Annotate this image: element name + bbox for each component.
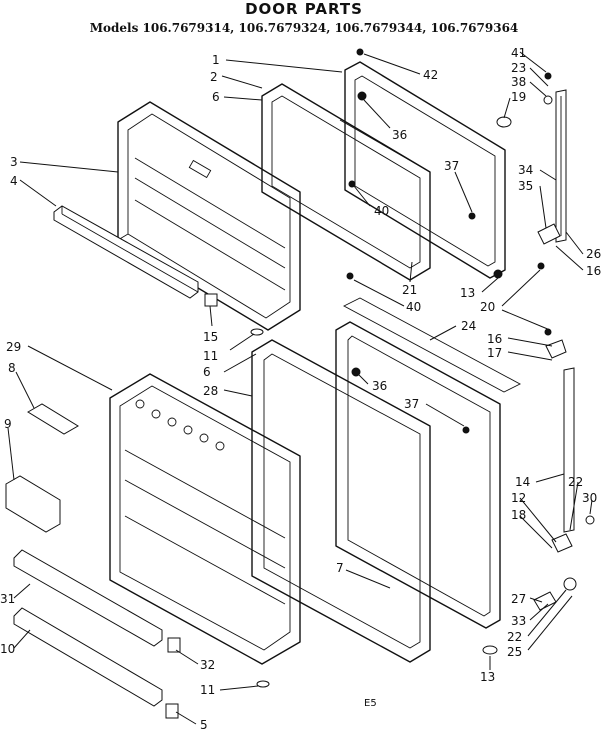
callout-23: 23 bbox=[511, 61, 526, 75]
end-cap-icon bbox=[167, 637, 181, 653]
handle-cap-icon bbox=[551, 533, 573, 553]
callout-20: 20 bbox=[480, 300, 495, 314]
screw-icon bbox=[357, 91, 367, 101]
callout-25: 25 bbox=[507, 645, 522, 659]
screw-icon bbox=[537, 262, 545, 270]
callout-16: 16 bbox=[586, 264, 601, 278]
callout-11: 11 bbox=[203, 349, 218, 363]
screw-icon bbox=[348, 180, 356, 188]
callout-10: 10 bbox=[0, 642, 15, 656]
callout-29: 29 bbox=[6, 340, 21, 354]
door-shelf-rail-upper bbox=[13, 549, 163, 647]
dairy-door bbox=[27, 403, 79, 435]
bushing-icon bbox=[563, 577, 577, 591]
washer-icon bbox=[543, 95, 553, 105]
plug-icon bbox=[256, 680, 270, 688]
callout-35: 35 bbox=[518, 179, 533, 193]
model-numbers: Models 106.7679314, 106.7679324, 106.767… bbox=[89, 21, 519, 35]
clip-icon bbox=[204, 293, 218, 307]
plug-icon bbox=[250, 328, 264, 336]
callout-7: 7 bbox=[336, 561, 344, 575]
plug-icon bbox=[482, 645, 498, 655]
callout-36: 36 bbox=[372, 379, 387, 393]
callout-19: 19 bbox=[511, 90, 526, 104]
leader-lines bbox=[7, 51, 593, 725]
callout-28: 28 bbox=[203, 384, 218, 398]
callout-40: 40 bbox=[374, 204, 389, 218]
screw-icon bbox=[346, 272, 354, 280]
callout-12: 12 bbox=[511, 491, 526, 505]
page-title: DOOR PARTS bbox=[245, 0, 363, 18]
door-shelf-rail-lower bbox=[13, 607, 163, 707]
fresh-food-outer-door bbox=[335, 297, 521, 629]
callout-40: 40 bbox=[406, 300, 421, 314]
fresh-food-door-liner bbox=[109, 373, 301, 665]
callout-15: 15 bbox=[203, 330, 218, 344]
freezer-shelf-rail bbox=[53, 205, 199, 299]
callout-27: 27 bbox=[511, 592, 526, 606]
callout-16: 16 bbox=[487, 332, 502, 346]
callout-21: 21 bbox=[402, 283, 417, 297]
callout-11: 11 bbox=[200, 683, 215, 697]
freezer-door-gasket bbox=[261, 83, 431, 281]
callout-32: 32 bbox=[200, 658, 215, 672]
callout-42: 42 bbox=[423, 68, 438, 82]
callout-36: 36 bbox=[392, 128, 407, 142]
callout-labels: 1 2 6 42 41 23 38 19 36 3 4 37 34 35 40 … bbox=[0, 46, 601, 732]
hinge-bracket-lower bbox=[545, 339, 567, 359]
callout-31: 31 bbox=[0, 592, 15, 606]
callout-33: 33 bbox=[511, 614, 526, 628]
callout-9: 9 bbox=[4, 417, 12, 431]
freezer-door-handle bbox=[555, 89, 567, 243]
callout-6: 6 bbox=[203, 365, 211, 379]
callout-37: 37 bbox=[444, 159, 459, 173]
callout-6: 6 bbox=[212, 90, 220, 104]
callout-34: 34 bbox=[518, 163, 533, 177]
callout-41: 41 bbox=[511, 46, 526, 60]
screw-icon bbox=[462, 426, 470, 434]
callout-37: 37 bbox=[404, 397, 419, 411]
callout-22: 22 bbox=[568, 475, 583, 489]
callout-5: 5 bbox=[200, 718, 208, 732]
callout-4: 4 bbox=[10, 174, 18, 188]
screw-icon bbox=[544, 72, 552, 80]
callout-3: 3 bbox=[10, 155, 18, 169]
callout-17: 17 bbox=[487, 346, 502, 360]
callout-30: 30 bbox=[582, 491, 597, 505]
callout-18: 18 bbox=[511, 508, 526, 522]
screw-icon bbox=[544, 328, 552, 336]
callout-22: 22 bbox=[507, 630, 522, 644]
callout-26: 26 bbox=[586, 247, 601, 261]
callout-1: 1 bbox=[212, 53, 220, 67]
callout-24: 24 bbox=[461, 319, 476, 333]
screw-icon bbox=[356, 48, 364, 56]
callout-2: 2 bbox=[210, 70, 218, 84]
screw-icon bbox=[493, 269, 503, 279]
callout-13: 13 bbox=[460, 286, 475, 300]
callout-13: 13 bbox=[480, 670, 495, 684]
callout-14: 14 bbox=[515, 475, 530, 489]
plug-button bbox=[496, 116, 512, 128]
fresh-food-door-gasket bbox=[251, 339, 431, 663]
dairy-bin bbox=[5, 475, 61, 533]
fresh-food-door-handle bbox=[563, 367, 575, 533]
diagram-code: E5 bbox=[364, 698, 377, 709]
callout-38: 38 bbox=[511, 75, 526, 89]
end-cap-icon bbox=[165, 703, 179, 719]
hinge-bracket-upper bbox=[537, 223, 561, 245]
screw-icon bbox=[468, 212, 476, 220]
screw-icon bbox=[585, 515, 595, 525]
callout-8: 8 bbox=[8, 361, 16, 375]
freezer-outer-door bbox=[339, 61, 506, 279]
